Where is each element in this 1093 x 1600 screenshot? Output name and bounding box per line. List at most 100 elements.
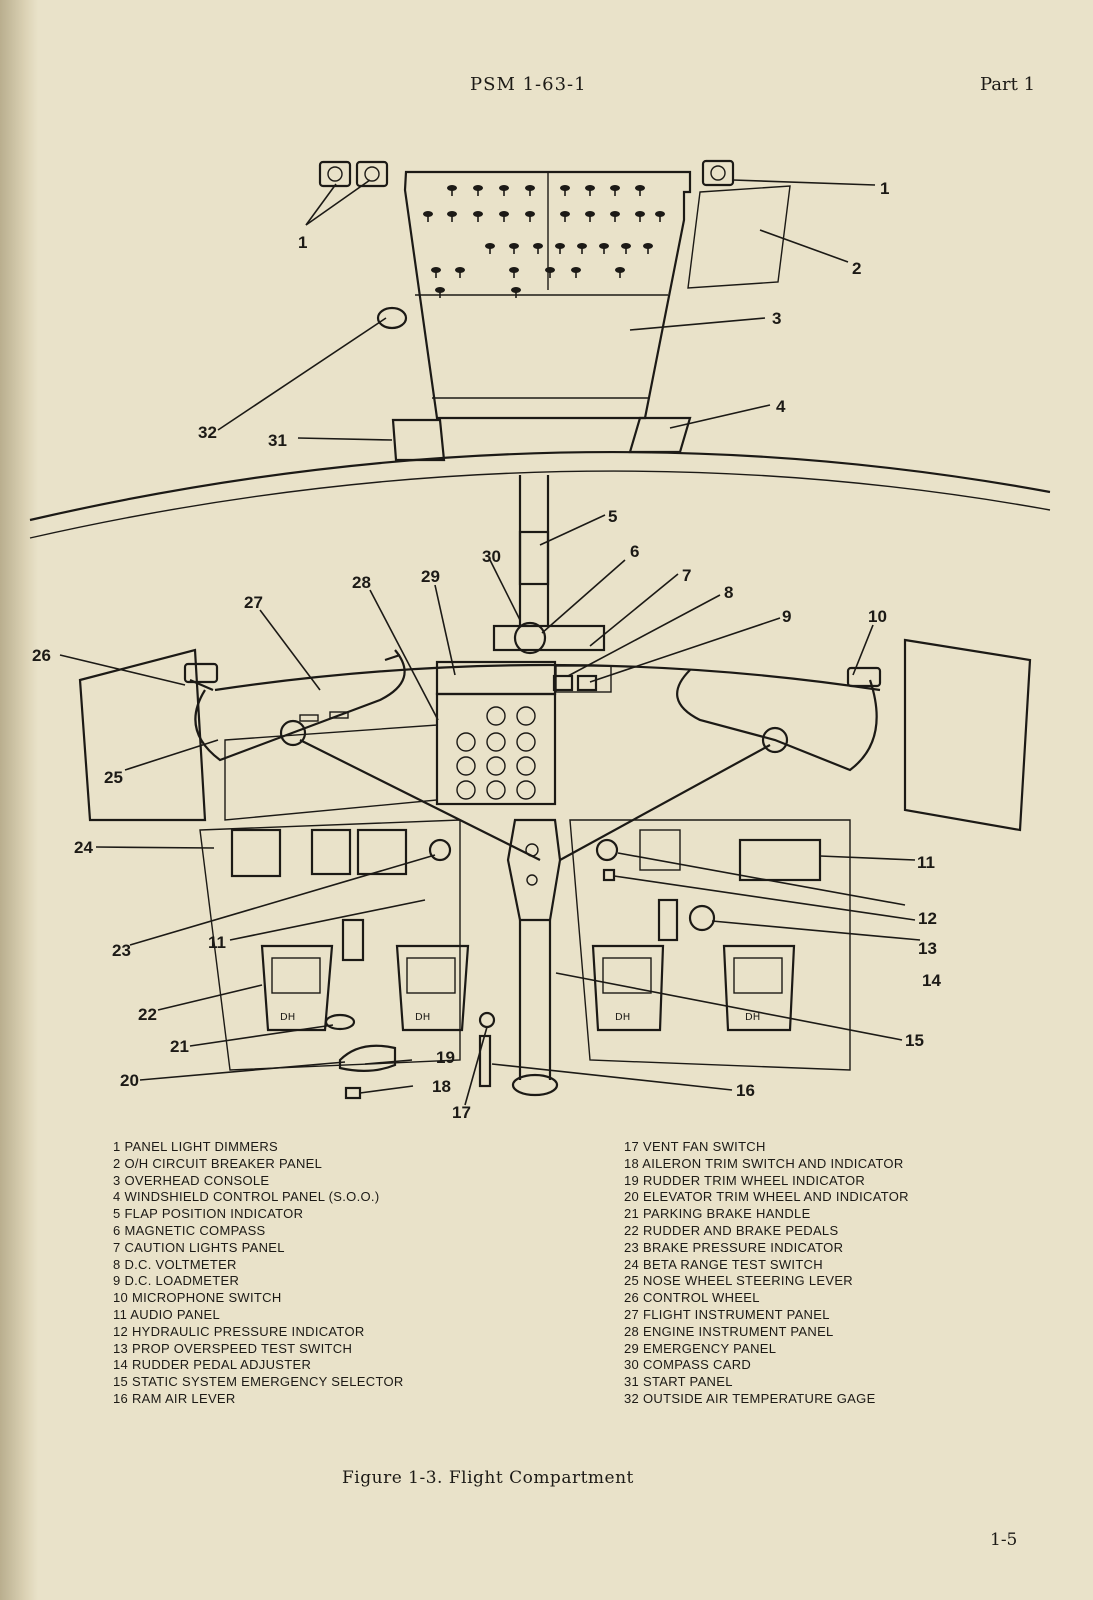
callout-6: 6 (630, 542, 639, 561)
legend-item: 5 FLAP POSITION INDICATOR (113, 1206, 304, 1222)
callout-8: 8 (724, 583, 733, 602)
engine-gauge (456, 756, 476, 776)
control-column (506, 818, 562, 922)
vent-fan-switch (478, 1011, 496, 1029)
engine-gauges (456, 706, 536, 800)
legend-item: 32 OUTSIDE AIR TEMPERATURE GAGE (624, 1390, 876, 1406)
microphone-switch (846, 666, 882, 688)
glareshield (214, 663, 881, 692)
aileron-trim-switch (344, 1086, 362, 1100)
toggle-switch (615, 267, 625, 278)
legend-item: 16 RAM AIR LEVER (113, 1390, 236, 1406)
legend-item: 24 BETA RANGE TEST SWITCH (624, 1256, 823, 1272)
callout-13: 13 (918, 939, 937, 958)
callout-14: 14 (922, 971, 941, 990)
callout-32: 32 (198, 423, 217, 442)
legend-right-column: 17 VENT FAN SWITCH 18 AILERON TRIM SWITC… (624, 1139, 909, 1408)
elevator-trim-wheel (338, 1044, 397, 1072)
toggle-switch (509, 243, 519, 254)
legend-item: 3 OVERHEAD CONSOLE (113, 1172, 270, 1188)
callout-9: 9 (782, 607, 791, 626)
start-panel (391, 418, 446, 462)
callout-10: 10 (868, 607, 887, 626)
brake-pressure-indicator (428, 838, 452, 862)
callout-26: 26 (32, 646, 51, 665)
legend-item: 25 NOSE WHEEL STEERING LEVER (624, 1273, 853, 1289)
toggle-switch (533, 243, 543, 254)
legend-item: 22 RUDDER AND BRAKE PEDALS (624, 1222, 839, 1238)
callout-4: 4 (776, 397, 786, 416)
toggle-switch (571, 267, 581, 278)
legend-item: 10 MICROPHONE SWITCH (113, 1290, 282, 1306)
toggle-switch (455, 267, 465, 278)
legend-item: 15 STATIC SYSTEM EMERGENCY SELECTOR (113, 1374, 404, 1390)
page-number: 1-5 (990, 1530, 1018, 1550)
callout-20: 20 (120, 1071, 139, 1090)
callout-16: 16 (736, 1081, 755, 1100)
hydraulic-pressure-indicator (595, 838, 619, 862)
toggle-switch (599, 243, 609, 254)
engine-gauge (486, 706, 506, 726)
part-label: Part 1 (980, 74, 1036, 95)
toggle-switch (643, 243, 653, 254)
toggle-switch (509, 267, 519, 278)
legend-left-column: 1 PANEL LIGHT DIMMERS 2 O/H CIRCUIT BREA… (113, 1139, 404, 1408)
engine-gauge (516, 732, 536, 752)
callout-1a: 1 (298, 233, 307, 252)
overhead-switches (423, 185, 665, 298)
toggle-switch (447, 185, 457, 196)
legend-item: 9 D.C. LOADMETER (113, 1273, 240, 1289)
flap-position-indicator (518, 530, 550, 586)
toggle-switch (499, 185, 509, 196)
circuit-breaker-panel (687, 185, 791, 289)
callout-15: 15 (905, 1031, 924, 1050)
legend-item: 30 COMPASS CARD (624, 1357, 752, 1373)
callout-2: 2 (852, 259, 861, 278)
toggle-switch (635, 211, 645, 222)
toggle-switch (423, 211, 433, 222)
legend-item: 7 CAUTION LIGHTS PANEL (113, 1239, 285, 1255)
callout-23: 23 (112, 941, 131, 960)
panel-light-dimmers (318, 159, 735, 188)
callout-25: 25 (104, 768, 123, 787)
toggle-switch (560, 211, 570, 222)
flight-instrument-panel (224, 724, 438, 821)
legend-item: 2 O/H CIRCUIT BREAKER PANEL (113, 1155, 323, 1171)
callout-30: 30 (482, 547, 501, 566)
toggle-switch (577, 243, 587, 254)
engine-gauge (486, 732, 506, 752)
parking-brake-handle (324, 1013, 356, 1031)
legend-item: 21 PARKING BRAKE HANDLE (624, 1206, 811, 1222)
callout-7: 7 (682, 566, 691, 585)
legend-item: 18 AILERON TRIM SWITCH AND INDICATOR (624, 1155, 904, 1171)
ram-air-lever (478, 1034, 492, 1088)
audio-panel-right (738, 838, 822, 882)
legend-item: 29 EMERGENCY PANEL (624, 1340, 777, 1356)
toggle-switch (610, 211, 620, 222)
toggle-switch (545, 267, 555, 278)
callout-1b: 1 (880, 179, 889, 198)
legend-item: 1 PANEL LIGHT DIMMERS (113, 1139, 278, 1154)
document-id: PSM 1-63-1 (470, 74, 587, 95)
left-side-window (78, 648, 207, 822)
callout-numbers: 1 1 2 3 4 5 6 7 8 9 10 11 11 12 13 14 15… (32, 179, 941, 1122)
leader-lines (59, 179, 921, 1106)
pedal-placard-2: DH (415, 1012, 430, 1023)
rudder-pedals-right (591, 944, 796, 1032)
toggle-switch (511, 287, 521, 298)
legend-item: 23 BRAKE PRESSURE INDICATOR (624, 1239, 844, 1255)
toggle-switch (525, 211, 535, 222)
callout-19: 19 (436, 1048, 455, 1067)
engine-instrument-panel (435, 692, 557, 806)
legend-item: 14 RUDDER PEDAL ADJUSTER (113, 1357, 312, 1373)
right-side-window (903, 638, 1032, 832)
legend-item: 13 PROP OVERSPEED TEST SWITCH (113, 1340, 353, 1356)
magnetic-compass (513, 621, 547, 655)
rudder-pedals-left (260, 944, 470, 1032)
legend-item: 28 ENGINE INSTRUMENT PANEL (624, 1323, 834, 1339)
pedal-placard-3: DH (615, 1012, 630, 1023)
callout-22: 22 (138, 1005, 157, 1024)
callout-5: 5 (608, 507, 617, 526)
toggle-switch (555, 243, 565, 254)
